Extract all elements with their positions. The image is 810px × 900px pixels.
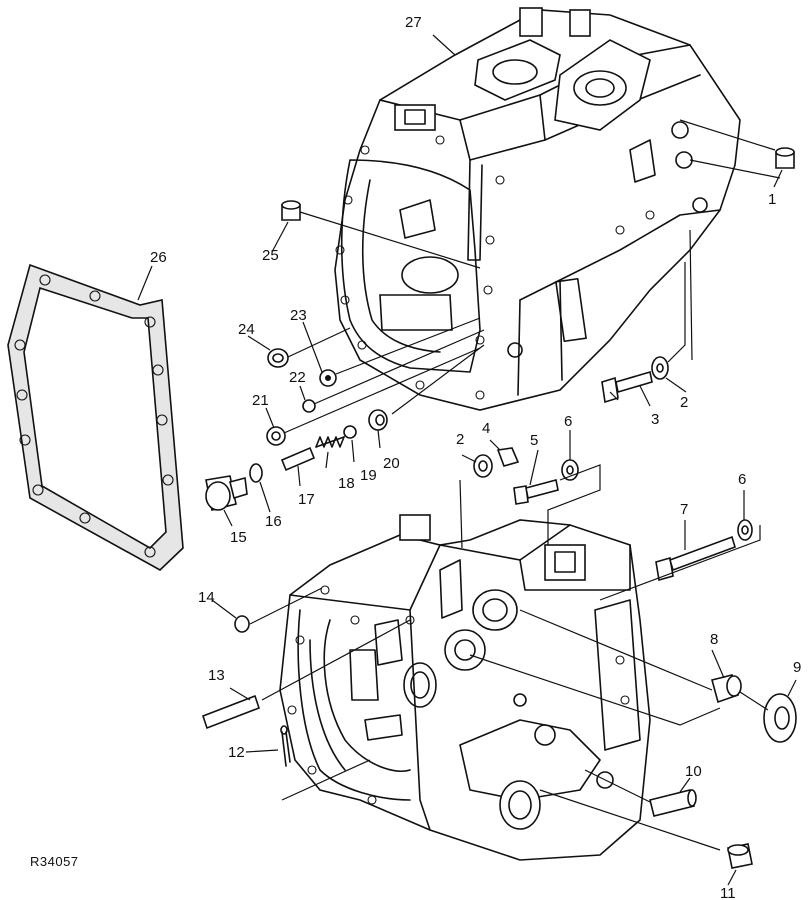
bolt-part-3 bbox=[601, 370, 653, 404]
bolt-part-7 bbox=[655, 535, 736, 582]
callout-15: 15 bbox=[230, 529, 247, 546]
seal-part-21 bbox=[266, 426, 286, 446]
callout-6-lower: 6 bbox=[738, 471, 746, 488]
callout-4: 4 bbox=[482, 420, 490, 437]
washer-part-14 bbox=[234, 615, 250, 633]
callout-20: 20 bbox=[383, 455, 400, 472]
callout-5: 5 bbox=[530, 432, 538, 449]
washer-part-2-lower bbox=[473, 454, 493, 478]
callout-17: 17 bbox=[298, 491, 315, 508]
callout-8: 8 bbox=[710, 631, 718, 648]
callout-2-lower: 2 bbox=[456, 431, 464, 448]
upper-housing-part-27 bbox=[334, 7, 741, 411]
callout-22: 22 bbox=[289, 369, 306, 386]
callout-11: 11 bbox=[720, 885, 736, 900]
spring-part-18 bbox=[315, 436, 345, 448]
callout-2-upper: 2 bbox=[680, 394, 688, 411]
callout-25: 25 bbox=[262, 247, 279, 264]
nut-part-23 bbox=[319, 369, 337, 387]
stud-part-13 bbox=[201, 694, 261, 730]
figure-code: R34057 bbox=[30, 854, 79, 869]
callout-7: 7 bbox=[680, 501, 688, 518]
callout-26: 26 bbox=[150, 249, 167, 266]
callout-12: 12 bbox=[228, 744, 245, 761]
callout-labels: 27 26 1 25 24 23 22 21 20 19 18 17 16 15… bbox=[30, 14, 801, 900]
washer-part-6-lower bbox=[737, 519, 753, 541]
callout-27: 27 bbox=[405, 14, 422, 31]
callout-13: 13 bbox=[208, 667, 225, 684]
leader-lines bbox=[137, 34, 797, 886]
bushing-part-11 bbox=[727, 843, 753, 869]
bushing-part-20 bbox=[368, 409, 388, 431]
gear-part-9 bbox=[763, 693, 797, 743]
ring-part-22 bbox=[302, 399, 316, 413]
gasket-part-26 bbox=[7, 263, 184, 571]
callout-3: 3 bbox=[651, 411, 659, 428]
callout-14: 14 bbox=[198, 589, 215, 606]
callout-23: 23 bbox=[290, 307, 307, 324]
callout-24: 24 bbox=[238, 321, 255, 338]
lower-housing bbox=[279, 514, 651, 861]
bushing-part-8 bbox=[711, 674, 742, 704]
cotter-pin-part-12 bbox=[280, 725, 291, 767]
ball-part-19 bbox=[343, 425, 357, 439]
washer-part-6-upper bbox=[561, 459, 579, 481]
bolt-part-5 bbox=[513, 479, 559, 505]
callout-19: 19 bbox=[360, 467, 377, 484]
plug-part-25 bbox=[281, 200, 301, 221]
callout-9: 9 bbox=[793, 659, 801, 676]
callout-18: 18 bbox=[338, 475, 355, 492]
plug-part-15 bbox=[205, 475, 248, 511]
callout-6-upper: 6 bbox=[564, 413, 572, 430]
callout-1: 1 bbox=[768, 191, 776, 208]
nut-part-4 bbox=[496, 447, 520, 467]
washer-part-2-upper bbox=[651, 356, 669, 380]
pin-part-17 bbox=[280, 446, 316, 472]
callout-21: 21 bbox=[252, 392, 269, 409]
callout-10: 10 bbox=[685, 763, 702, 780]
pin-part-10 bbox=[649, 789, 697, 817]
seal-part-24 bbox=[267, 348, 289, 368]
callout-16: 16 bbox=[265, 513, 282, 530]
plug-part-1 bbox=[775, 147, 795, 169]
washer-part-16 bbox=[249, 463, 263, 483]
